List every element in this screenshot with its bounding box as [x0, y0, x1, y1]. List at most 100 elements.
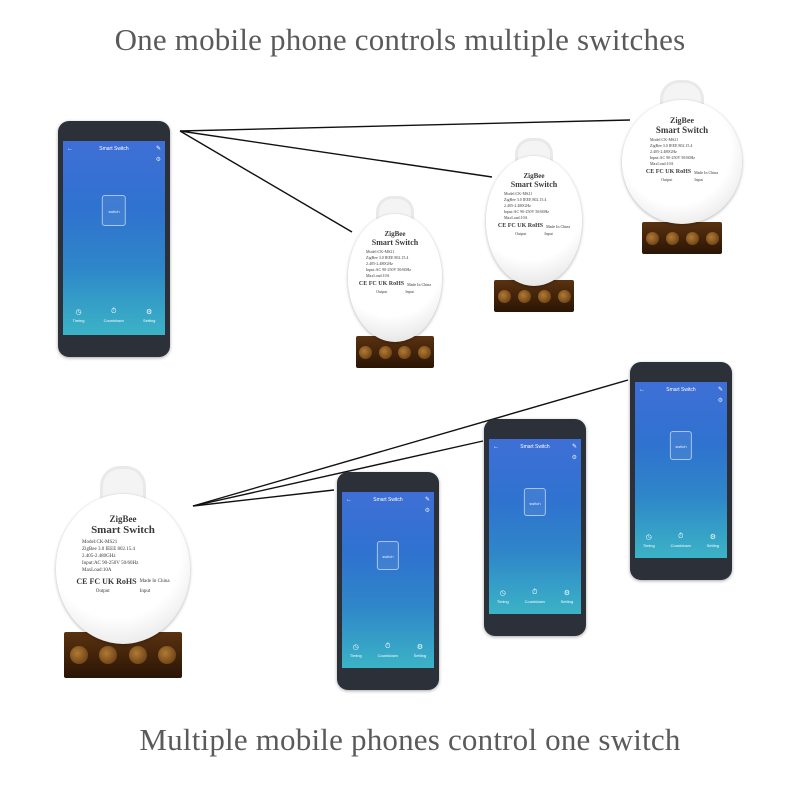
gear-icon[interactable]: ⚙ [717, 398, 723, 404]
gear-icon[interactable]: ⚙ [424, 508, 430, 514]
tab-setting[interactable]: ⚙Setting [706, 533, 720, 548]
edit-pencil-icon[interactable]: ✎ [424, 497, 430, 503]
clock-icon: ◷ [499, 590, 506, 597]
model-name: Smart Switch [655, 125, 709, 135]
phone-controller: ← Smart Switch ✎ ⚙ switch ◷Timing ⏱Count… [630, 362, 732, 580]
phone-screen: ← Smart Switch ✎ ⚙ switch ◷Timing ⏱Count… [342, 492, 434, 668]
tab-countdown[interactable]: ⏱Countdown [524, 589, 545, 604]
phone-controller: ← Smart Switch ✎ ⚙ switch ◷Timing ⏱Count… [58, 121, 170, 357]
headline-bottom: Multiple mobile phones control one switc… [139, 722, 681, 757]
bottom-tabs: ◷Timing ⏱Countdown ⚙Setting [635, 523, 727, 558]
timer-icon: ⏱ [677, 532, 684, 540]
model-name: Smart Switch [510, 180, 558, 189]
clock-icon: ◷ [645, 533, 652, 541]
settings-icon: ⚙ [563, 590, 570, 597]
edit-pencil-icon[interactable]: ✎ [571, 444, 577, 450]
model-name: Smart Switch [371, 238, 419, 247]
switch-toggle[interactable]: switch [101, 195, 127, 227]
tile-label: switch [382, 554, 394, 560]
tab-timing[interactable]: ◷Timing [642, 533, 655, 548]
phone-screen: ← Smart Switch ✎ ⚙ switch ◷Timing ⏱Count… [489, 439, 581, 614]
switch-toggle[interactable]: switch [669, 431, 693, 460]
settings-icon: ⚙ [416, 643, 423, 651]
back-arrow-icon[interactable]: ← [67, 146, 73, 152]
gear-icon[interactable]: ⚙ [155, 157, 161, 163]
tab-timing[interactable]: ◷Timing [349, 643, 362, 658]
tile-label: switch [529, 500, 541, 506]
brand-label: ZigBee [523, 172, 545, 180]
connector-line [179, 119, 631, 132]
terminal-block [494, 280, 574, 312]
switch-toggle[interactable]: switch [523, 488, 547, 517]
app-bar: ← Smart Switch ✎ [342, 492, 434, 508]
switch-toggle[interactable]: switch [376, 541, 400, 570]
bottom-tabs: ◷Timing ⏱Countdown ⚙Setting [342, 633, 434, 668]
app-title: Smart Switch [373, 497, 403, 503]
tab-countdown[interactable]: ⏱Countdown [103, 308, 124, 324]
phone-screen: ← Smart Switch ✎ ⚙ switch ◷Timing ⏱Count… [63, 141, 165, 335]
back-arrow-icon[interactable]: ← [493, 444, 499, 450]
connector-line [179, 130, 353, 233]
tab-setting[interactable]: ⚙Setting [142, 309, 156, 324]
settings-icon: ⚙ [709, 533, 716, 541]
gear-icon[interactable]: ⚙ [571, 455, 577, 461]
edit-pencil-icon[interactable]: ✎ [717, 387, 723, 393]
brand-label: ZigBee [670, 116, 694, 125]
app-title: Smart Switch [520, 444, 550, 450]
app-bar: ← Smart Switch ✎ [489, 439, 581, 455]
connector-line [179, 130, 493, 178]
settings-icon: ⚙ [146, 309, 153, 317]
connector-line [192, 440, 484, 507]
edit-pencil-icon[interactable]: ✎ [155, 146, 161, 152]
connector-line [192, 489, 335, 507]
phone-controller: ← Smart Switch ✎ ⚙ switch ◷Timing ⏱Count… [337, 472, 439, 690]
timer-icon: ⏱ [384, 642, 391, 650]
phone-controller: ← Smart Switch ✎ ⚙ switch ◷Timing ⏱Count… [484, 419, 586, 636]
back-arrow-icon[interactable]: ← [346, 497, 352, 503]
tab-setting[interactable]: ⚙Setting [413, 643, 427, 658]
tab-timing[interactable]: ◷Timing [496, 590, 509, 604]
connector-line [192, 379, 629, 507]
headline-top: One mobile phone controls multiple switc… [114, 22, 686, 57]
brand-label: ZigBee [109, 514, 137, 524]
timer-icon: ⏱ [110, 308, 117, 316]
tab-countdown[interactable]: ⏱Countdown [377, 642, 398, 658]
tile-label: switch [108, 209, 120, 215]
phone-screen: ← Smart Switch ✎ ⚙ switch ◷Timing ⏱Count… [635, 382, 727, 558]
back-arrow-icon[interactable]: ← [639, 387, 645, 393]
tab-setting[interactable]: ⚙Setting [560, 590, 574, 604]
model-name: Smart Switch [91, 524, 155, 536]
brand-label: ZigBee [384, 230, 406, 238]
tile-label: switch [675, 444, 687, 450]
tab-timing[interactable]: ◷Timing [72, 309, 85, 324]
app-bar: ← Smart Switch ✎ [635, 382, 727, 398]
app-bar: ← Smart Switch ✎ [63, 141, 165, 157]
terminal-block [356, 336, 434, 368]
terminal-block [642, 222, 722, 254]
timer-icon: ⏱ [531, 589, 538, 596]
bottom-tabs: ◷Timing ⏱Countdown ⚙Setting [489, 579, 581, 614]
tab-countdown[interactable]: ⏱Countdown [670, 532, 691, 548]
clock-icon: ◷ [352, 643, 359, 651]
app-title: Smart Switch [666, 387, 696, 393]
